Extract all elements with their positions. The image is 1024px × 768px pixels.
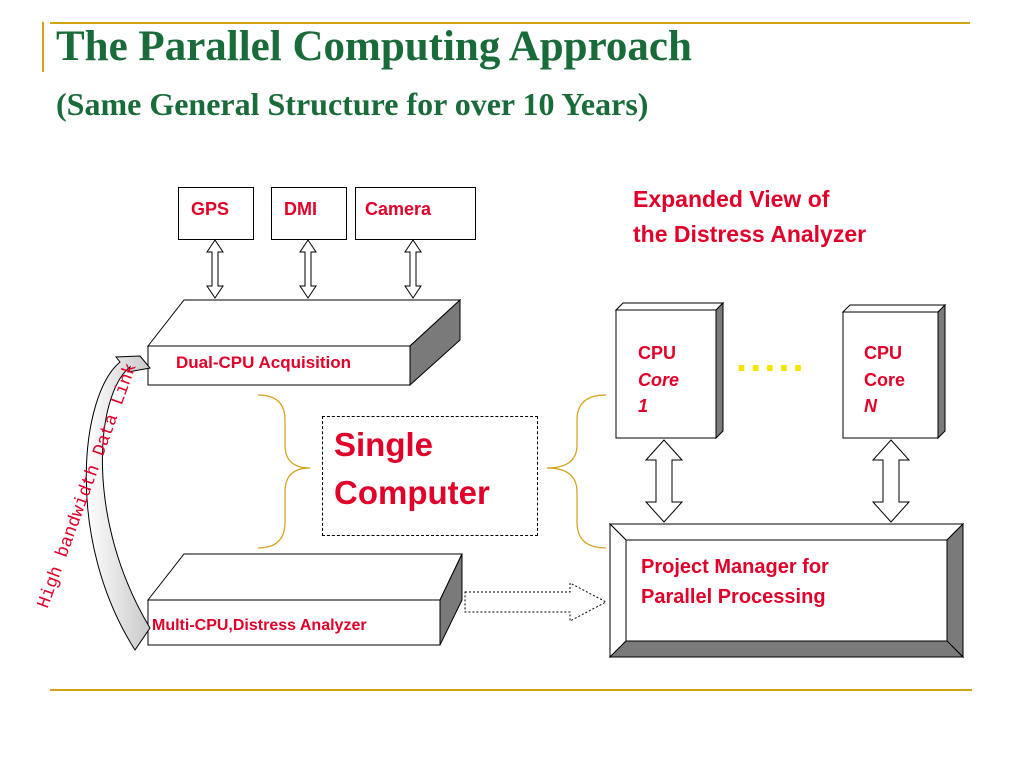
- dotted-block-arrow: [464, 582, 608, 622]
- right-brace: [546, 394, 607, 549]
- expanded-view-line1: Expanded View of: [633, 186, 830, 212]
- camera-box: [355, 187, 476, 240]
- cpu-core-1-box: [614, 301, 725, 440]
- dmi-box: [271, 187, 347, 240]
- project-manager-line1: Project Manager for: [641, 556, 829, 578]
- analyzer-box: [146, 553, 463, 646]
- dmi-label: DMI: [284, 199, 317, 219]
- project-manager-line2: Parallel Processing: [641, 586, 826, 608]
- left-brace: [257, 394, 311, 549]
- gps-box: [178, 187, 254, 240]
- cpu-core-1-line3: 1: [638, 396, 649, 416]
- analyzer-label: Multi-CPU,Distress Analyzer: [152, 617, 367, 634]
- project-manager-box: [608, 522, 965, 659]
- acquisition-box: [146, 298, 462, 387]
- cpu-core-1-line1: CPU: [638, 343, 677, 363]
- cpu-core-n-line2: Core: [864, 370, 906, 390]
- cpu-core-n-box: [841, 303, 947, 440]
- expanded-view-line2: the Distress Analyzer: [633, 221, 867, 247]
- single-computer-line1: Single: [334, 426, 434, 463]
- gps-label: GPS: [191, 199, 230, 219]
- top-rule: [50, 22, 970, 24]
- cpu-core-n-line1: CPU: [864, 343, 903, 363]
- cpu-core-n-line3: N: [864, 396, 877, 416]
- core-double-arrows: [644, 439, 911, 523]
- camera-label: Camera: [365, 199, 432, 219]
- single-computer-box: [322, 416, 538, 536]
- sensor-double-arrows: [206, 239, 422, 299]
- data-link-curved-arrow: [85, 355, 151, 651]
- ellipsis-dots: .....: [736, 336, 807, 380]
- left-rule: [42, 22, 44, 72]
- cpu-core-1-line2: Core: [638, 370, 680, 390]
- slide-subtitle: (Same General Structure for over 10 Year…: [56, 86, 649, 122]
- acquisition-label: Dual-CPU Acquisition: [176, 353, 352, 372]
- single-computer-line2: Computer: [334, 474, 490, 511]
- slide-title: The Parallel Computing Approach: [56, 23, 692, 70]
- bottom-rule: [50, 689, 972, 691]
